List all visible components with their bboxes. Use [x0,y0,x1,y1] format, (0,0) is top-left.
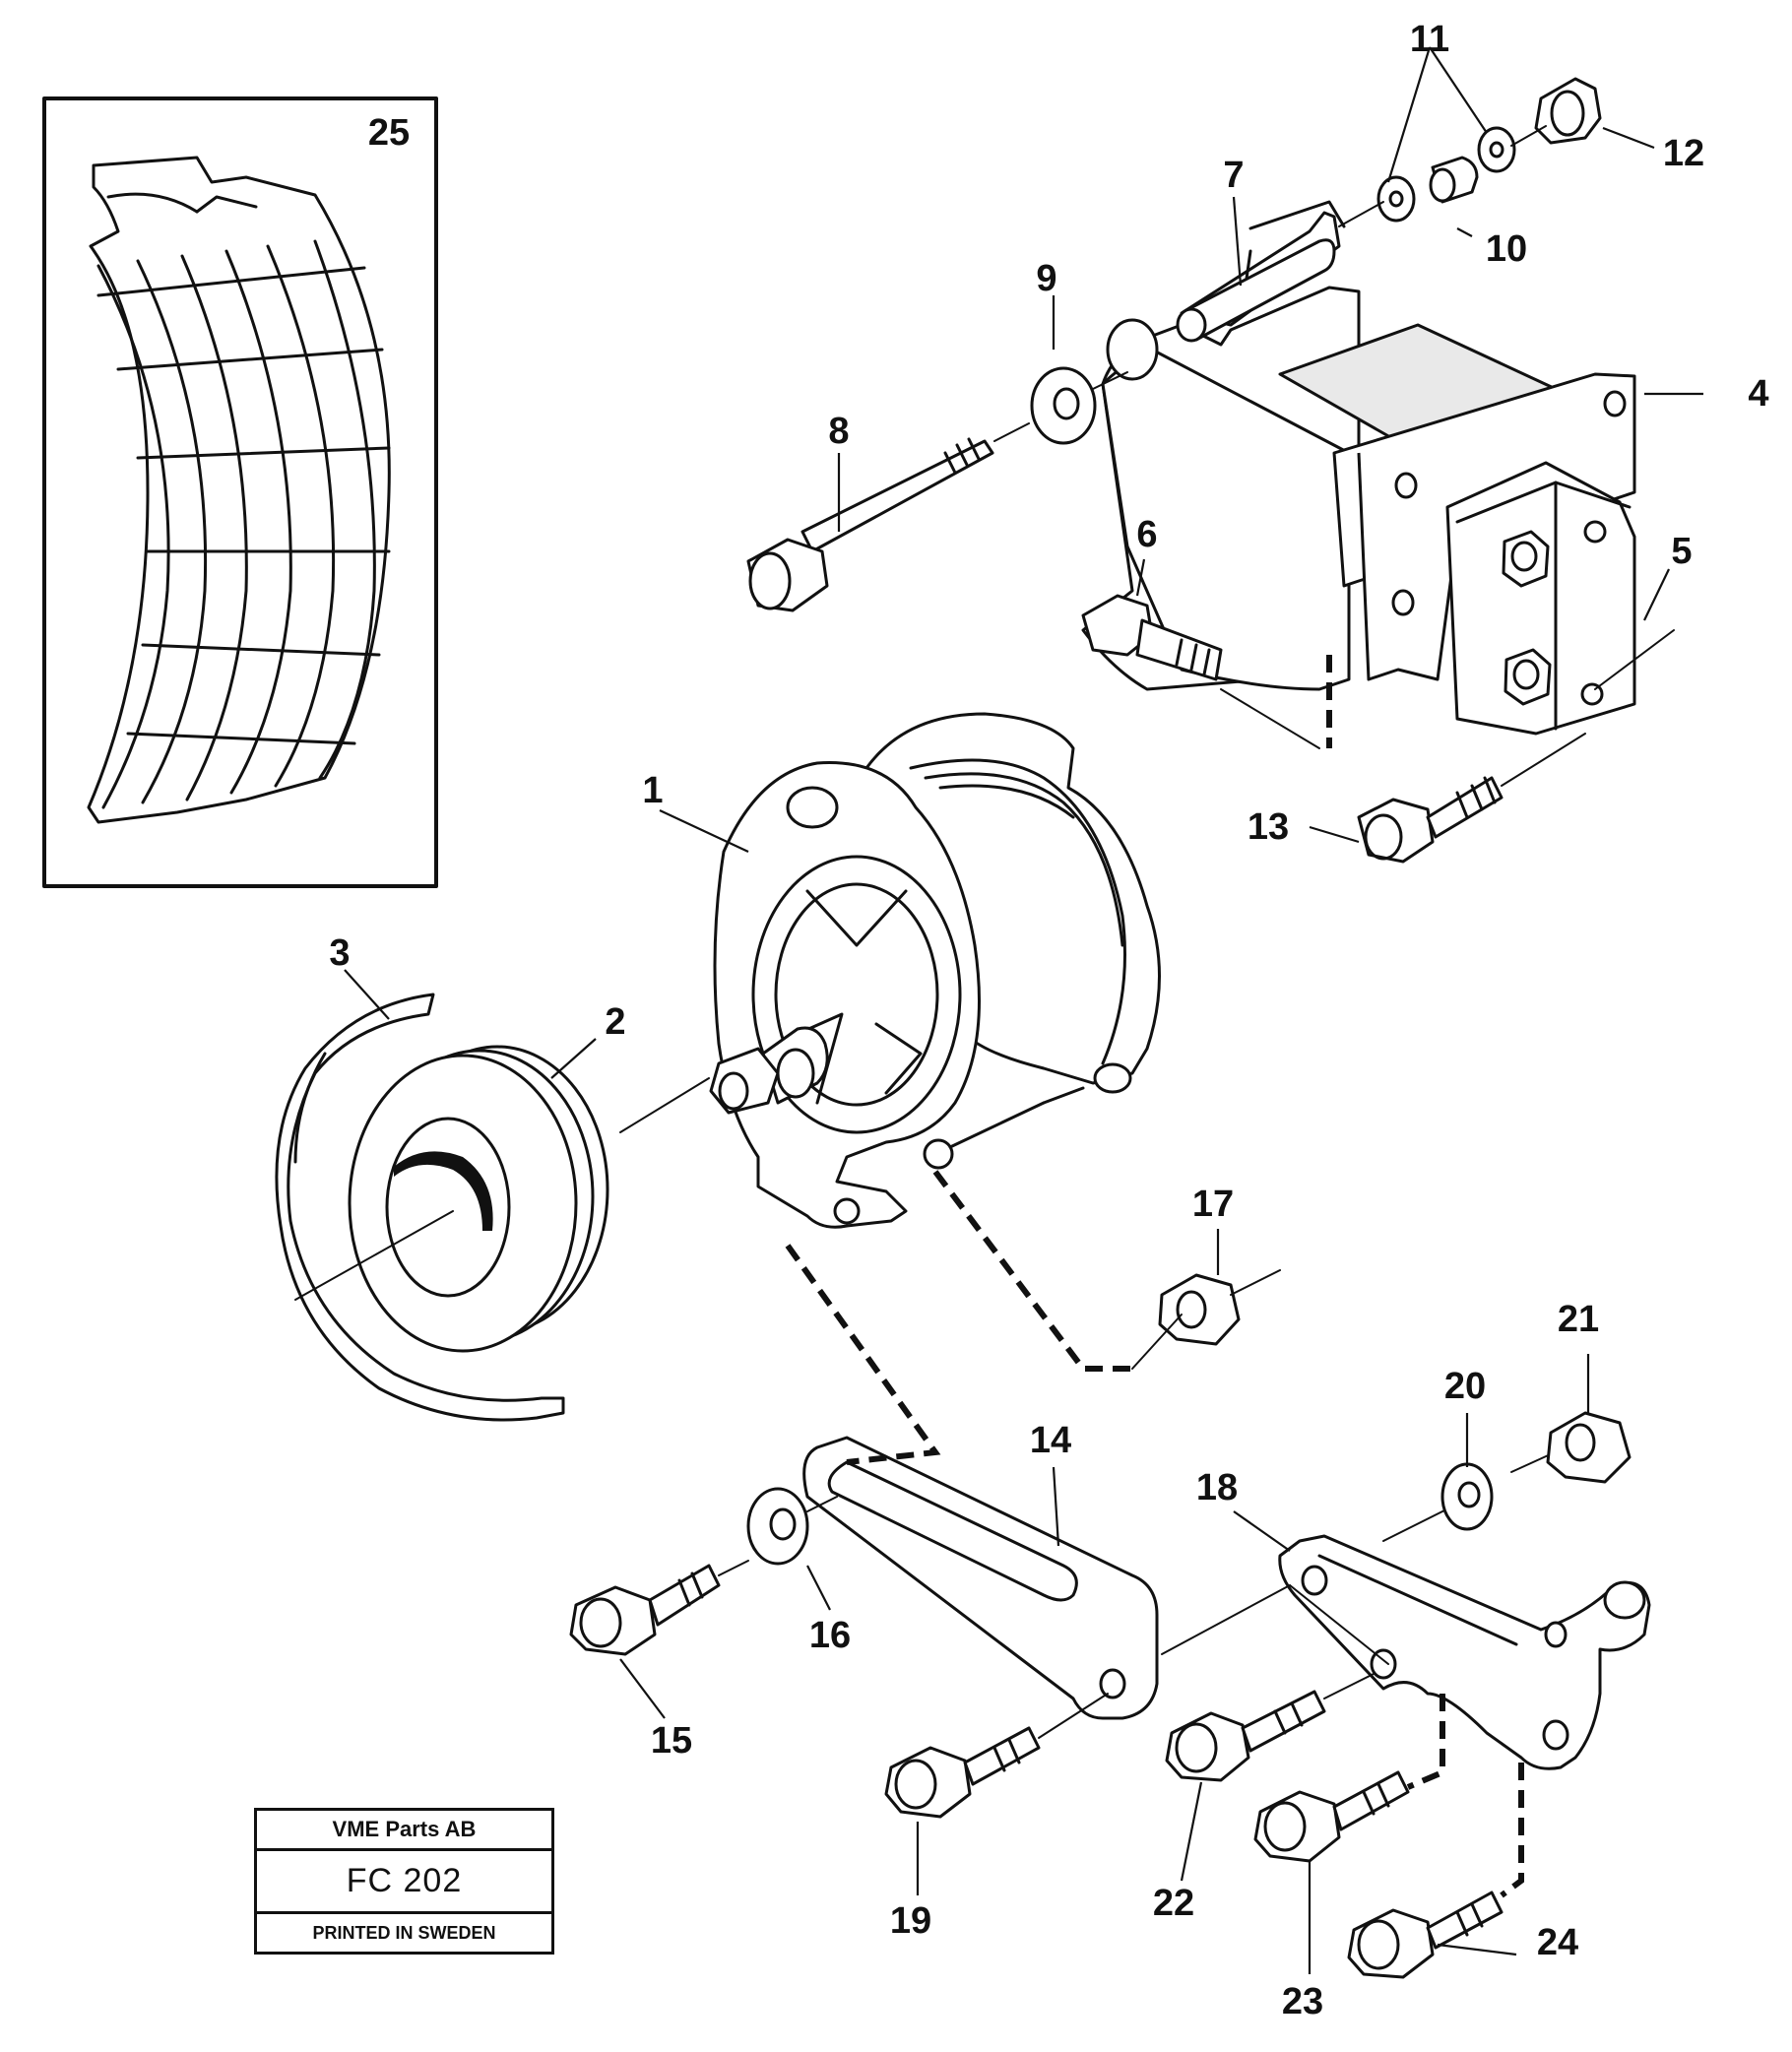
label-part-12: 12 [1663,133,1704,174]
alternator-part [709,712,1161,1229]
bolt-part-23 [1253,1770,1410,1863]
label-part-15: 15 [651,1720,692,1762]
label-part-24: 24 [1537,1922,1578,1963]
label-part-4: 4 [1748,373,1768,415]
bolt-part-15 [569,1560,749,1656]
figure-code: FC 202 [257,1851,551,1914]
inset-box [42,96,438,888]
bolt-part-22 [1165,1673,1375,1782]
grille-cover-part [87,156,391,824]
printed-note: PRINTED IN SWEDEN [312,1922,496,1943]
nut-part-21 [1546,1411,1632,1484]
belt-guard-part [275,993,565,1422]
washer-part-16 [746,1487,838,1566]
label-part-5: 5 [1671,531,1692,572]
label-part-16: 16 [809,1615,851,1656]
part-labels: 1 2 3 4 5 6 7 8 9 10 11 12 13 14 15 16 1… [329,19,1768,2022]
bolt-part-13 [1357,733,1586,864]
leader-lines [344,46,1703,1974]
label-part-22: 22 [1153,1883,1194,1924]
label-part-3: 3 [329,932,350,974]
label-part-18: 18 [1196,1467,1238,1508]
bolt-part-24 [1347,1891,1504,1979]
long-bolt-part [746,422,1030,612]
label-part-9: 9 [1036,258,1056,299]
label-part-21: 21 [1558,1299,1599,1340]
label-part-25: 25 [368,112,410,154]
label-part-13: 13 [1248,806,1289,848]
bolt-part-6 [1081,594,1320,749]
label-part-6: 6 [1136,514,1157,555]
spacer-part [1429,156,1479,204]
nut-part [1338,77,1602,227]
label-part-8: 8 [828,411,849,452]
label-part-10: 10 [1486,228,1527,270]
label-part-7: 7 [1223,155,1244,196]
label-part-2: 2 [605,1001,625,1043]
label-part-17: 17 [1192,1184,1234,1225]
label-part-23: 23 [1282,1981,1323,2022]
bolt-part-19 [884,1693,1109,1819]
washer-part-9 [1030,366,1128,445]
pulley-part [294,1045,710,1353]
label-part-1: 1 [642,770,663,811]
assembly-lines [785,655,1524,1898]
label-part-11: 11 [1410,19,1449,60]
clamp-plate-part [1445,461,1675,736]
title-block: VME Parts AB FC 202 PRINTED IN SWEDEN [254,1808,554,1955]
lower-bracket-part [1161,1506,1651,1770]
washer-part [1376,126,1516,223]
company-name: VME Parts AB [257,1811,551,1851]
adjusting-bracket-part [802,1436,1159,1720]
mounting-bracket-part [1081,200,1636,691]
label-part-14: 14 [1030,1420,1071,1461]
label-part-20: 20 [1444,1366,1486,1407]
pin-part [1176,238,1336,343]
label-part-19: 19 [890,1900,931,1942]
nut-part-17 [1131,1269,1281,1370]
